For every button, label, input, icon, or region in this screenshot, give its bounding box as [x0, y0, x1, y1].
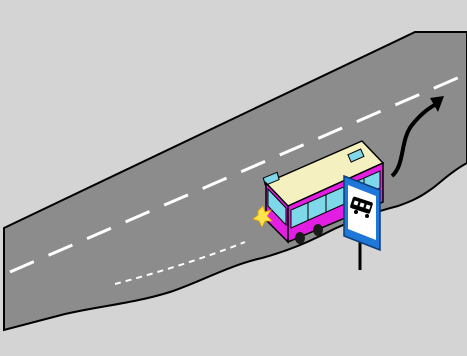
- bus-rear-wheel: [313, 224, 323, 236]
- bus-front-wheel: [295, 232, 305, 244]
